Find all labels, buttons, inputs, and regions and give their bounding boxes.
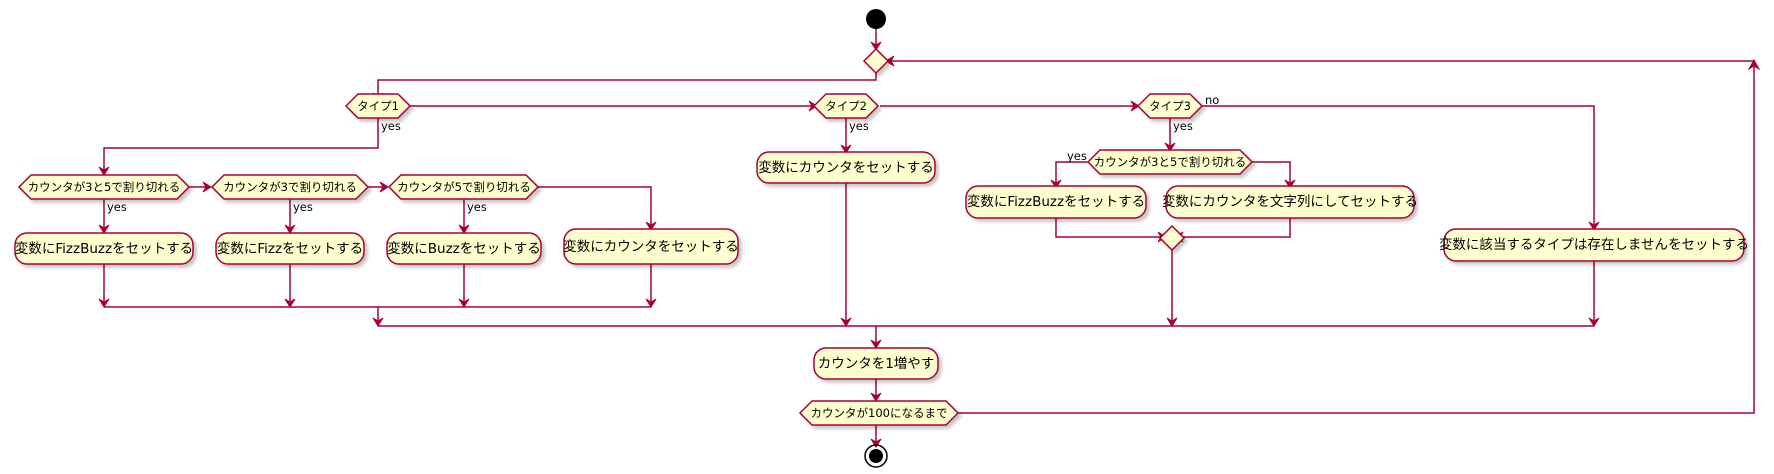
start-node xyxy=(866,9,886,29)
condition-type3-label: タイプ3 xyxy=(1149,99,1191,113)
condition-div3and5-b-label: カウンタが3と5で割り切れる xyxy=(1094,155,1247,169)
activity-set-fizzbuzz-3-label: 変数にFizzBuzzをセットする xyxy=(967,193,1145,210)
activity-set-counter-str: 変数にカウンタを文字列にしてセットする xyxy=(1162,185,1418,219)
edges xyxy=(98,29,1761,448)
loop-merge-diamond xyxy=(862,47,890,75)
activity-set-fizzbuzz-1: 変数にFizzBuzzをセットする xyxy=(14,232,194,265)
activity-increment: カウンタを1増やす xyxy=(813,347,939,380)
condition-div5: カウンタが5で割り切れる xyxy=(387,174,540,200)
condition-type2: タイプ2 xyxy=(812,93,880,119)
condition-type1: タイプ1 xyxy=(344,93,412,119)
activity-set-no-type: 変数に該当するタイプは存在しませんをセットする xyxy=(1439,228,1749,262)
activity-set-fizz: 変数にFizzをセットする xyxy=(215,232,365,265)
label-yes-type3: yes xyxy=(1173,119,1193,133)
condition-div5-label: カウンタが5で割り切れる xyxy=(397,180,531,194)
activity-set-counter-str-label: 変数にカウンタを文字列にしてセットする xyxy=(1162,193,1418,210)
activity-set-fizzbuzz-1-label: 変数にFizzBuzzをセットする xyxy=(15,240,193,257)
condition-type3: タイプ3 xyxy=(1136,93,1204,119)
type3-merge-diamond xyxy=(1158,224,1186,252)
label-yes-div3and5-a: yes xyxy=(107,200,127,214)
activity-set-counter-2: 変数にカウンタをセットする xyxy=(756,151,936,184)
activity-set-fizz-label: 変数にFizzをセットする xyxy=(217,240,363,257)
condition-div3: カウンタが3で割り切れる xyxy=(210,174,370,200)
condition-div3-label: カウンタが3で割り切れる xyxy=(223,180,357,194)
label-yes-div3and5-b: yes xyxy=(1067,149,1087,163)
activity-set-no-type-label: 変数に該当するタイプは存在しませんをセットする xyxy=(1439,236,1749,253)
label-no-type3: no xyxy=(1205,93,1219,107)
label-yes-type2: yes xyxy=(849,119,869,133)
activity-set-counter-1: 変数にカウンタをセットする xyxy=(563,228,739,265)
end-node xyxy=(864,444,888,468)
activity-set-fizzbuzz-3: 変数にFizzBuzzをセットする xyxy=(965,185,1147,219)
label-yes-div5: yes xyxy=(467,200,487,214)
condition-div3and5-a: カウンタが3と5で割り切れる xyxy=(17,174,191,200)
activity-set-buzz: 変数にBuzzをセットする xyxy=(386,232,542,265)
label-yes-type1: yes xyxy=(381,119,401,133)
label-yes-div3: yes xyxy=(293,200,313,214)
condition-repeat-until-label: カウンタが100になるまで xyxy=(811,406,948,420)
activity-set-counter-2-label: 変数にカウンタをセットする xyxy=(758,159,934,176)
activity-increment-label: カウンタを1増やす xyxy=(818,356,935,372)
activity-set-counter-1-label: 変数にカウンタをセットする xyxy=(563,238,739,255)
condition-type2-label: タイプ2 xyxy=(825,99,867,113)
activity-set-buzz-label: 変数にBuzzをセットする xyxy=(387,240,541,257)
condition-repeat-until: カウンタが100になるまで xyxy=(798,400,960,426)
condition-div3and5-a-label: カウンタが3と5で割り切れる xyxy=(28,180,181,194)
condition-div3and5-b: カウンタが3と5で割り切れる xyxy=(1086,149,1254,175)
condition-type1-label: タイプ1 xyxy=(357,99,399,113)
